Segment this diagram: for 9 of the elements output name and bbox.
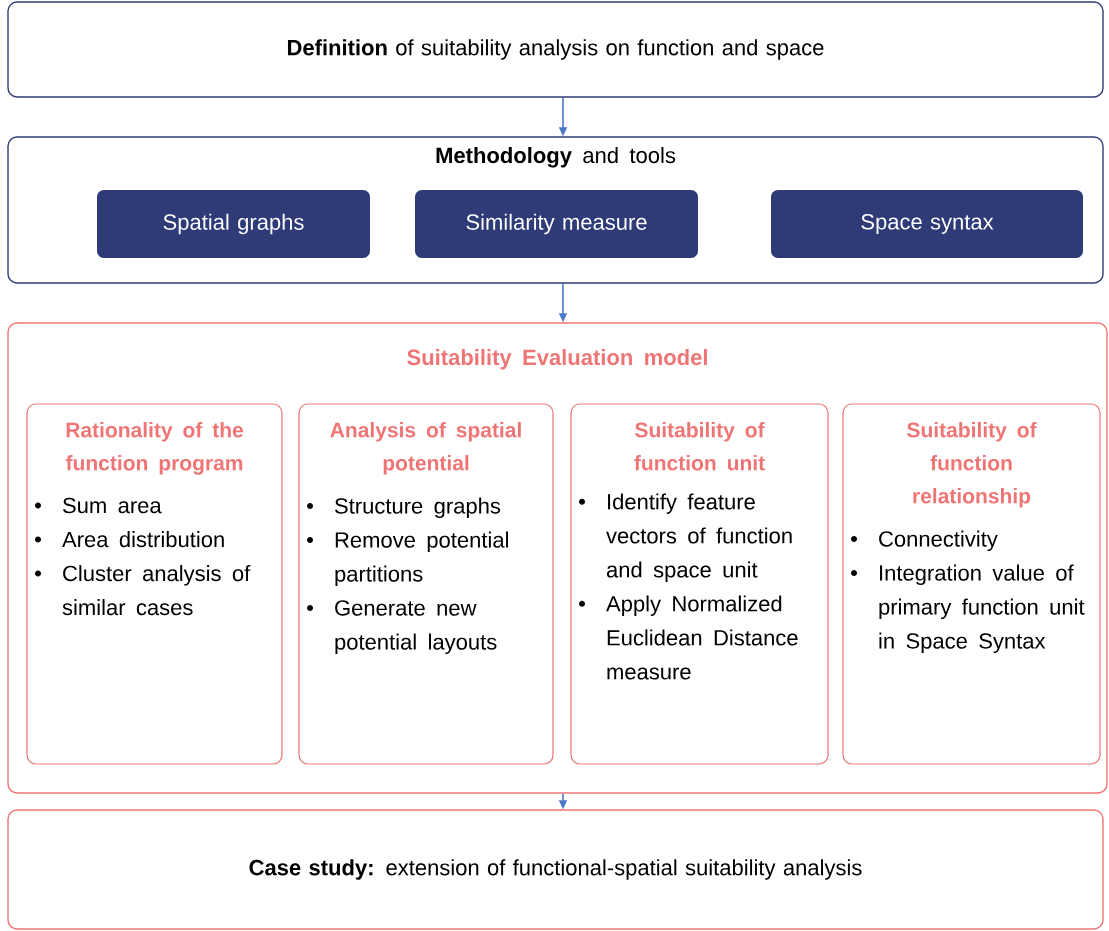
process-box: Case study: extension of functional-spatial suitability analysis bbox=[7, 809, 1104, 930]
method-box: Space syntax bbox=[771, 190, 1083, 258]
criterion-card: Analysis of spatial potential Structure graphs Remove potential partitions Generate new potential layouts bbox=[298, 403, 554, 765]
criterion-card: Suitability of function relationship Connectivity Integration value of primary function unit in Space Syntax bbox=[842, 403, 1101, 765]
method-box: Spatial graphs bbox=[97, 190, 370, 258]
method-box: Similarity measure bbox=[415, 190, 698, 258]
criterion-card: Suitability of function unit Identify feature vectors of function and space unit Apply Normalized Euclidean Distance measure bbox=[570, 403, 829, 765]
criterion-card: Rationality of the function program Sum area Area distribution Cluster analysis of similar cases bbox=[26, 403, 283, 765]
process-box: Definition of suitability analysis on function and space bbox=[7, 1, 1104, 98]
